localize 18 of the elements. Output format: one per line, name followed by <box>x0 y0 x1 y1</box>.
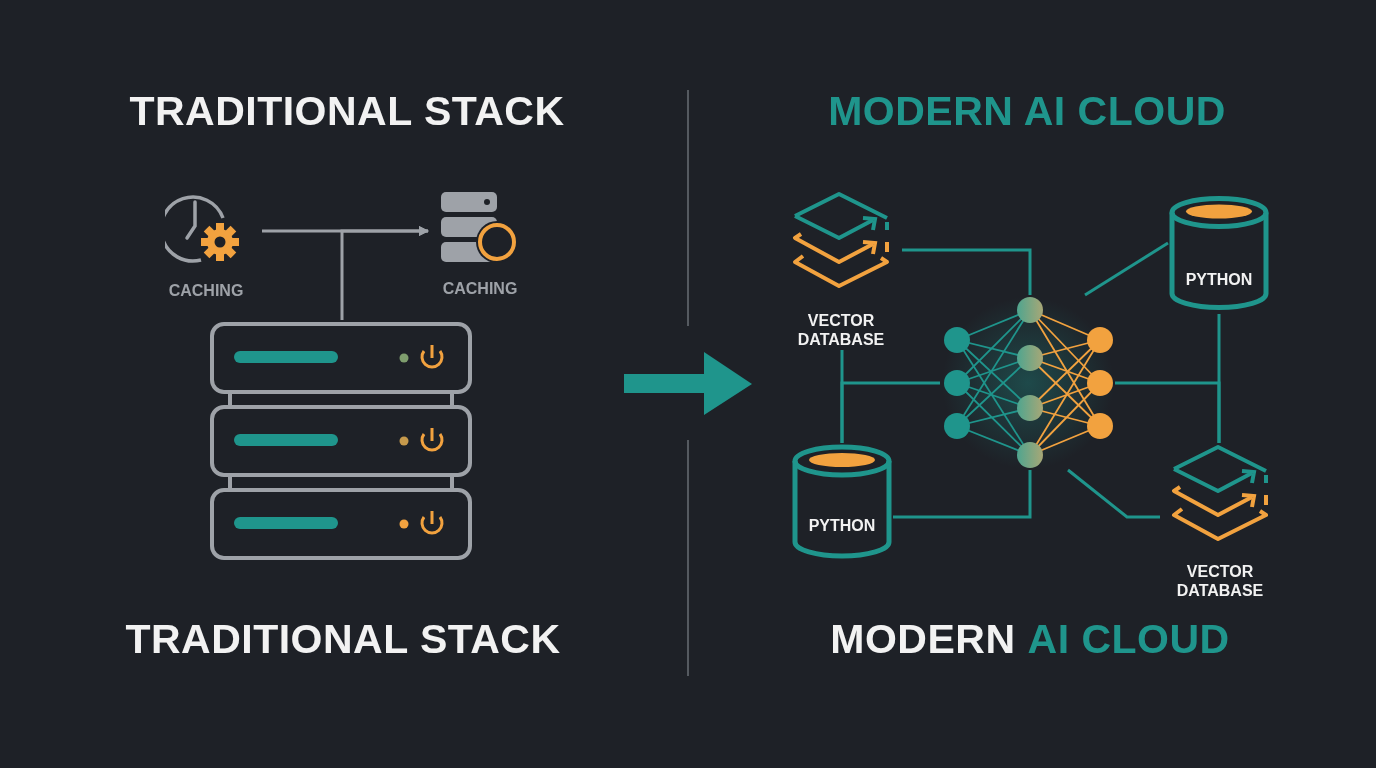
connector-line <box>893 470 1032 519</box>
cylinder-label: PYTHON <box>807 517 877 536</box>
node-label: CACHING <box>441 280 519 299</box>
connector-line <box>1084 241 1169 297</box>
node-label: CACHING <box>167 282 245 301</box>
heading: MODERN <box>830 616 1016 663</box>
heading: TRADITIONAL STACK <box>125 616 561 663</box>
heading: MODERN AI CLOUD <box>828 88 1226 135</box>
connector-line <box>902 248 1032 295</box>
heading: AI CLOUD <box>1027 616 1230 663</box>
connector-line <box>340 226 429 320</box>
heading: TRADITIONAL STACK <box>129 88 565 135</box>
connector-line <box>1115 381 1221 443</box>
connector-line <box>1067 468 1160 519</box>
connector-line <box>840 381 940 443</box>
cylinder-label: PYTHON <box>1184 271 1254 290</box>
node-label: VECTOR DATABASE <box>1175 563 1265 601</box>
node-label: VECTOR DATABASE <box>796 312 886 350</box>
